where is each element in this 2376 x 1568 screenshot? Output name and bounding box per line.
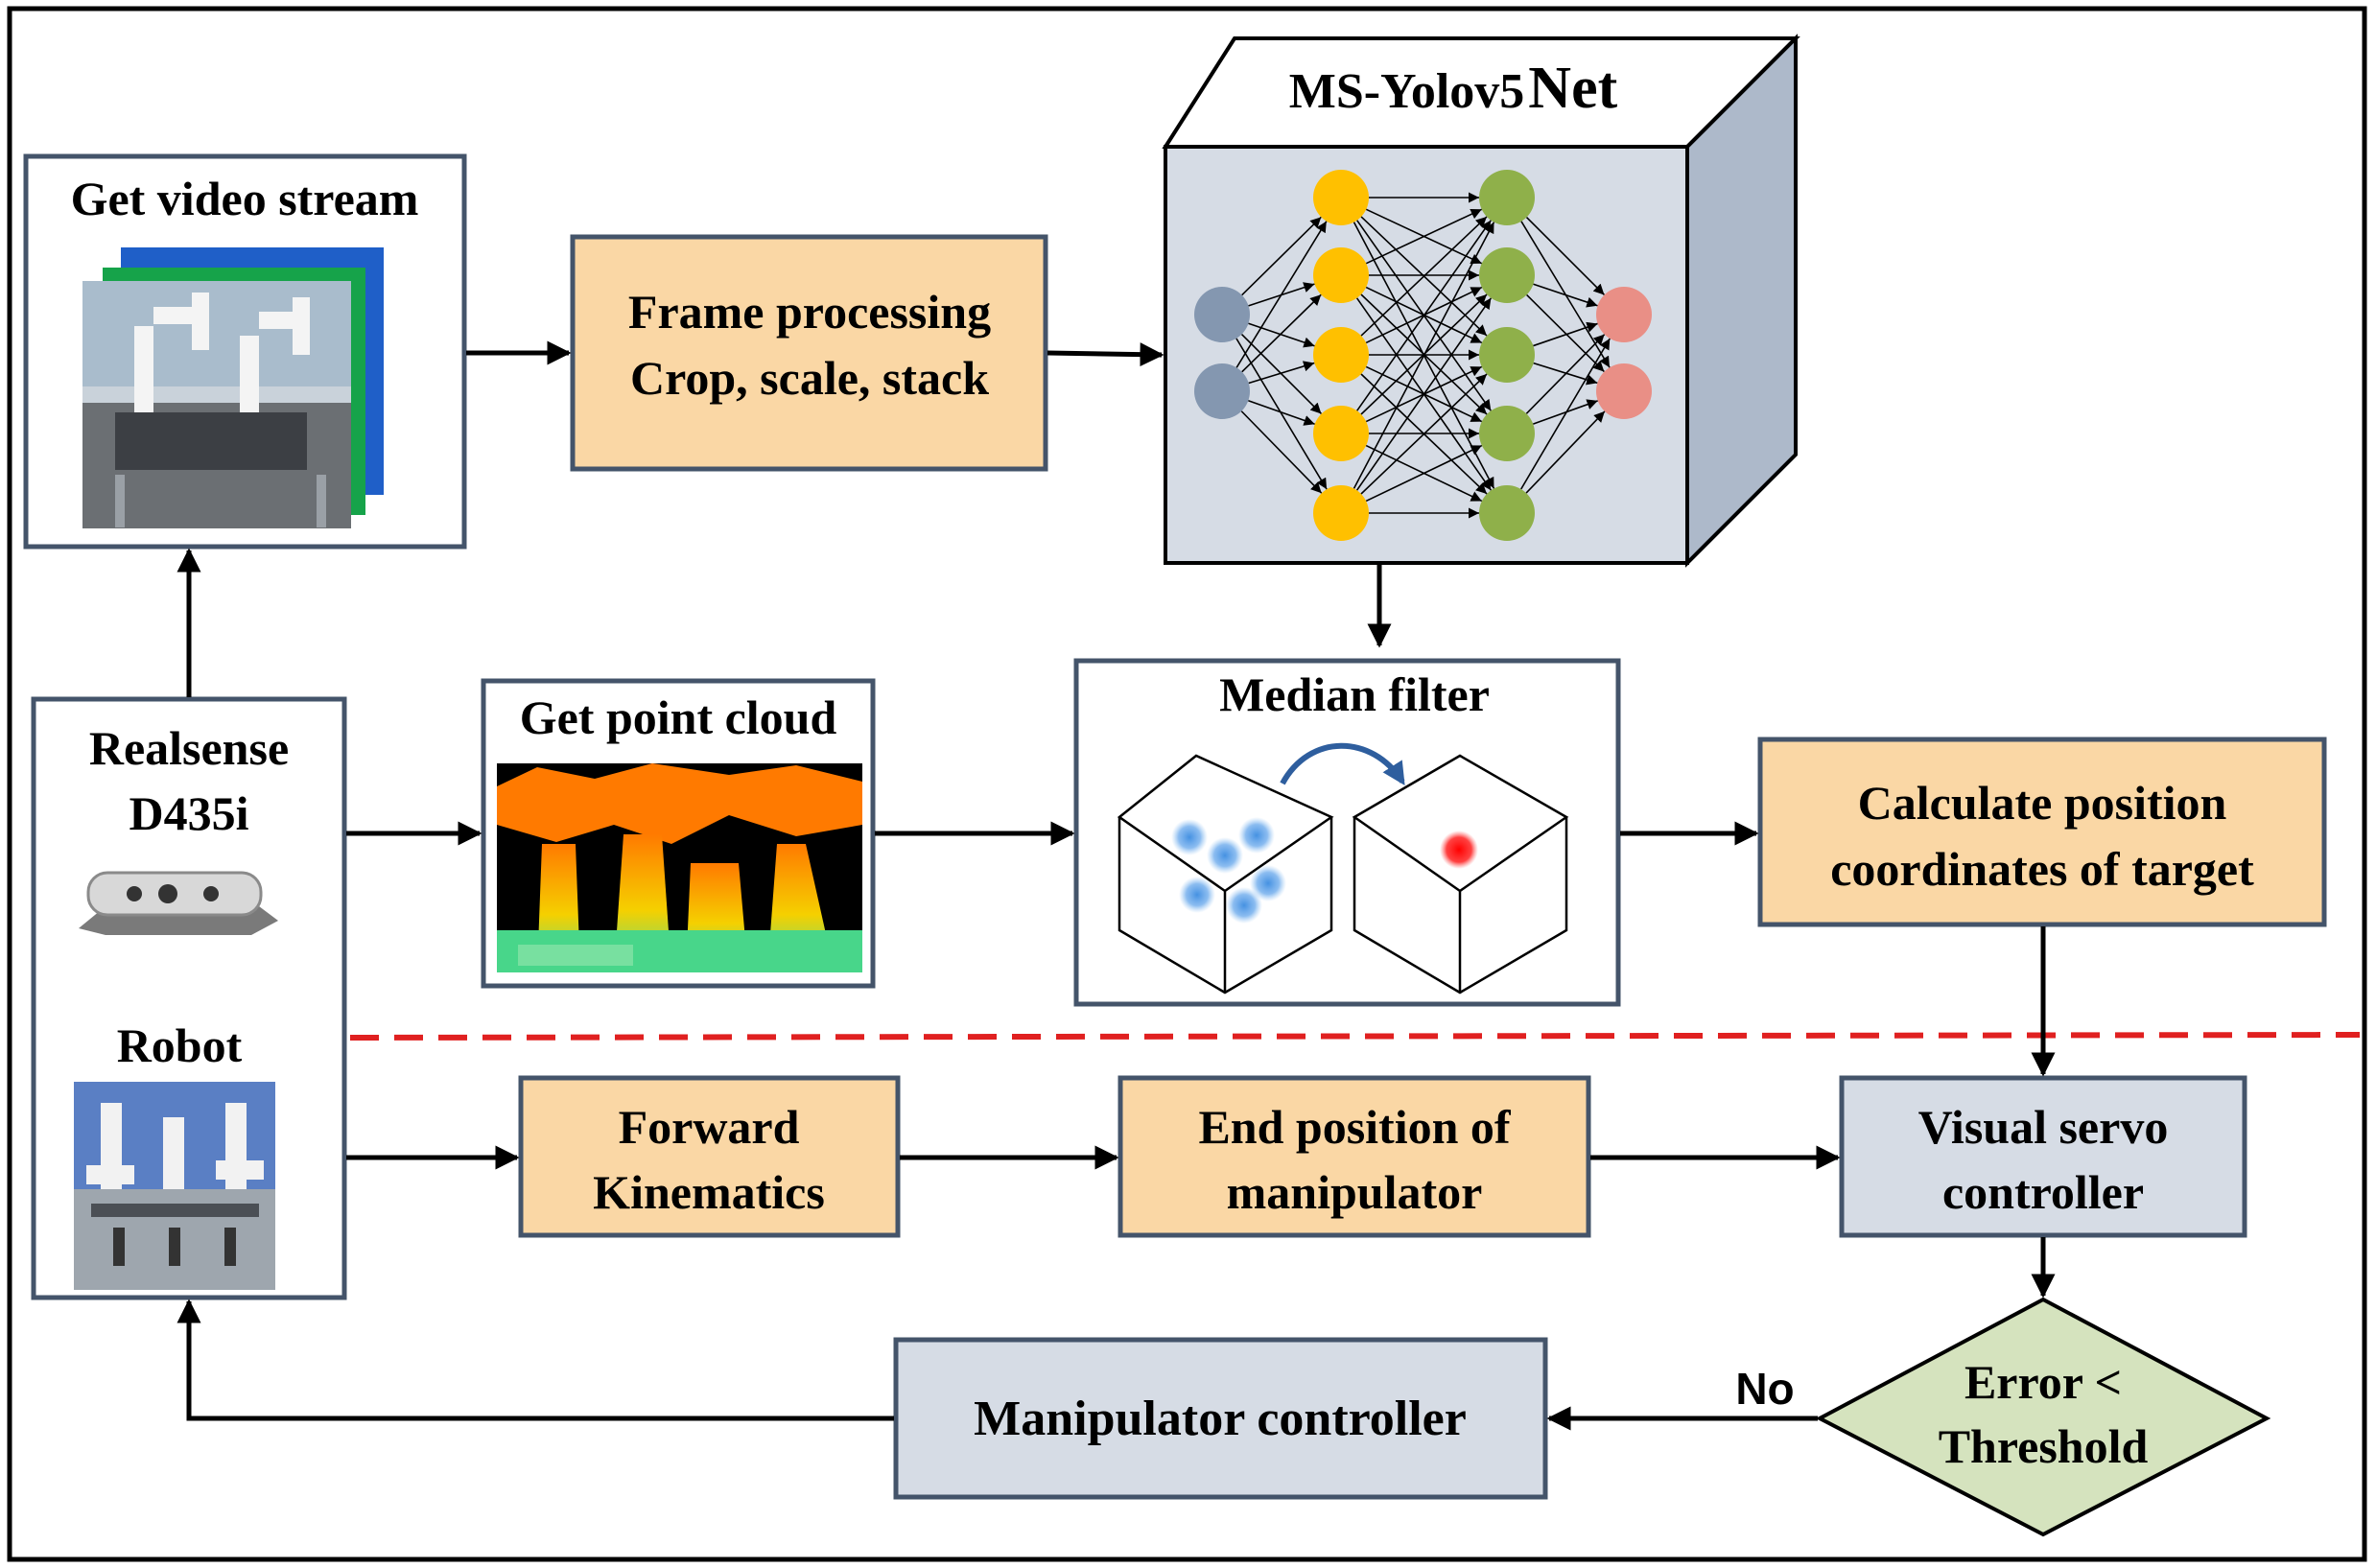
end-position-line2: manipulator bbox=[1227, 1165, 1483, 1219]
arrow-frame-to-net bbox=[1047, 342, 1164, 367]
network-title: MS-Yolov5 Net bbox=[1289, 56, 1618, 121]
hidden1-node bbox=[1313, 170, 1369, 225]
frame-processing-line1: Frame processing bbox=[628, 285, 991, 339]
visual-servo-line1: Visual servo bbox=[1918, 1100, 2169, 1154]
visual-servo-box: Visual servo controller bbox=[1839, 1075, 2247, 1238]
network-edge bbox=[1240, 410, 1323, 494]
frame-processing-line2: Crop, scale, stack bbox=[630, 351, 989, 405]
frame-processing-box: Frame processing Crop, scale, stack bbox=[570, 234, 1048, 472]
calculate-position-line1: Calculate position bbox=[1858, 776, 2227, 830]
robot-label: Robot bbox=[117, 1018, 243, 1072]
point-cloud-box: Get point cloud bbox=[481, 678, 876, 989]
hidden1-node bbox=[1313, 327, 1369, 383]
network-edge bbox=[1248, 361, 1315, 385]
hidden2-node bbox=[1479, 406, 1535, 461]
end-position-line1: End position of bbox=[1198, 1100, 1511, 1154]
hidden2-node bbox=[1479, 247, 1535, 303]
hidden1-node bbox=[1313, 485, 1369, 541]
manipulator-controller-label: Manipulator controller bbox=[974, 1392, 1467, 1446]
decision-line1: Error < bbox=[1964, 1355, 2122, 1409]
network-edge bbox=[1248, 399, 1315, 426]
realsense-label-line1: Realsense bbox=[89, 721, 289, 775]
network-edge bbox=[1235, 221, 1328, 368]
hidden2-node bbox=[1479, 327, 1535, 383]
network-edge bbox=[1526, 293, 1605, 373]
network-edge bbox=[1353, 222, 1495, 489]
network-edge bbox=[1365, 208, 1483, 265]
point-cloud-image bbox=[497, 763, 862, 972]
network-edge bbox=[1360, 373, 1488, 495]
network-edge bbox=[1355, 297, 1493, 491]
input-node bbox=[1194, 287, 1250, 342]
network-edge bbox=[1356, 220, 1492, 411]
network-nodes bbox=[1194, 170, 1652, 541]
hidden2-node bbox=[1479, 170, 1535, 225]
robot-image bbox=[74, 1082, 275, 1290]
input-node bbox=[1194, 363, 1250, 419]
video-frames-image bbox=[82, 247, 384, 528]
median-cube-before bbox=[1117, 754, 1334, 995]
network-edge bbox=[1248, 322, 1315, 348]
network-edge bbox=[1241, 293, 1322, 373]
dashed-separator bbox=[349, 1032, 2361, 1041]
median-arrow bbox=[1280, 742, 1405, 786]
video-stream-title: Get video stream bbox=[71, 172, 419, 225]
hidden1-node bbox=[1313, 406, 1369, 461]
flow-arrows bbox=[176, 340, 2056, 1431]
video-stream-box: Get video stream bbox=[23, 153, 467, 550]
network-edge bbox=[1525, 334, 1606, 414]
network-edge bbox=[1520, 338, 1611, 490]
manipulator-controller-box: Manipulator controller bbox=[893, 1337, 1548, 1500]
network-edge bbox=[1533, 321, 1598, 347]
network-edge bbox=[1525, 216, 1606, 296]
arrow-manipulator-to-robot bbox=[176, 1299, 894, 1421]
end-position-box: End position of manipulator bbox=[1117, 1075, 1591, 1238]
network-edge bbox=[1525, 410, 1606, 494]
calculate-position-line2: coordinates of target bbox=[1830, 842, 2254, 896]
realsense-label-line2: D435i bbox=[129, 786, 249, 840]
output-node bbox=[1596, 363, 1652, 419]
hidden2-node bbox=[1479, 485, 1535, 541]
median-filter-title: Median filter bbox=[1219, 667, 1490, 721]
network-connections bbox=[1235, 192, 1611, 519]
decision-line2: Threshold bbox=[1939, 1419, 2149, 1473]
visual-servo-line2: controller bbox=[1942, 1165, 2144, 1219]
network-edge bbox=[1240, 333, 1323, 415]
sensor-robot-box: Realsense D435i Robot bbox=[31, 696, 347, 1300]
no-label: No bbox=[1735, 1364, 1794, 1414]
network-edge bbox=[1241, 216, 1322, 296]
camera-image bbox=[79, 871, 278, 935]
error-threshold-diamond: Error < Threshold bbox=[1815, 1297, 2271, 1537]
calculate-position-box: Calculate position coordinates of target bbox=[1757, 737, 2327, 927]
network-edge bbox=[1360, 216, 1488, 337]
outer-frame bbox=[7, 6, 2367, 1562]
median-cube-after bbox=[1352, 754, 1569, 995]
output-node bbox=[1596, 287, 1652, 342]
median-filter-box: Median filter bbox=[1073, 658, 1621, 1007]
forward-kinematics-box: Forward Kinematics bbox=[518, 1075, 901, 1238]
point-cloud-title: Get point cloud bbox=[520, 690, 837, 744]
network-cube: MS-Yolov5 Net bbox=[1162, 34, 1800, 568]
network-edge bbox=[1533, 283, 1598, 308]
forward-kinematics-line1: Forward bbox=[619, 1100, 800, 1154]
forward-kinematics-line2: Kinematics bbox=[593, 1165, 825, 1219]
hidden1-node bbox=[1313, 247, 1369, 303]
network-edge bbox=[1365, 444, 1483, 503]
